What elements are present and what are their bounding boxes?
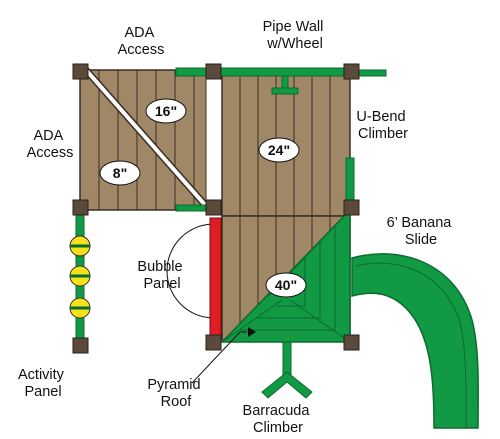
height-oval-40: 40" (265, 272, 307, 298)
height-40-label: 40" (275, 277, 297, 293)
post (205, 199, 222, 216)
barracuda-climber-label: Barracuda Climber (243, 403, 314, 436)
activity-panel-label: Activity Panel (18, 367, 68, 400)
pyramid-roof-arrow (248, 327, 256, 337)
bubble-panel-label: Bubble Panel (137, 259, 186, 292)
pyramid-roof-label: Pyramid Roof (147, 377, 204, 410)
bubble-panel (166, 223, 215, 319)
post (343, 334, 360, 351)
height-24-label: 24" (268, 142, 290, 158)
post (72, 63, 89, 80)
height-oval-8: 8" (99, 160, 141, 186)
callout-lines (191, 331, 247, 384)
height-oval-16: 16" (145, 98, 187, 124)
post (72, 337, 89, 354)
barracuda-climber (261, 341, 313, 399)
side-handle (175, 204, 209, 212)
height-oval-24: 24" (258, 137, 300, 163)
u-bend-climber-label: U-Bend Climber (356, 109, 409, 142)
posts (72, 63, 360, 354)
height-16-label: 16" (155, 103, 177, 119)
red-rail (209, 217, 222, 337)
banana-slide-label: 6’ Banana Slide (387, 215, 456, 248)
post (205, 334, 222, 351)
steering-wheel (271, 87, 299, 95)
pipe-wall (175, 67, 387, 95)
ada-access-top-label: ADA Access (118, 25, 165, 58)
post (343, 63, 360, 80)
banana-slide (351, 253, 479, 429)
ada-access-deck (79, 67, 213, 211)
post (205, 63, 222, 80)
height-8-label: 8" (113, 165, 127, 181)
pipe-wall-label: Pipe Wall w/Wheel (263, 19, 328, 52)
activity-panel (69, 213, 91, 345)
post (72, 199, 89, 216)
post (343, 199, 360, 216)
ada-access-left-label: ADA Access (27, 128, 74, 161)
ada-gap-strip (205, 73, 223, 211)
